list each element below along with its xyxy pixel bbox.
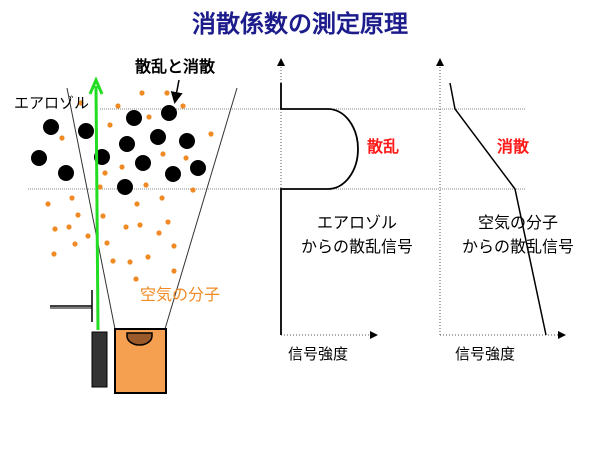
air-molecule-dot — [156, 230, 162, 236]
air-molecule-dot — [110, 258, 116, 264]
telescope — [114, 328, 167, 394]
fov-right-line — [164, 87, 238, 330]
air-molecule-dot — [171, 268, 177, 274]
scatter-extinction-label: 散乱と消散 — [135, 57, 216, 76]
air-molecule-dot — [102, 170, 108, 176]
air-molecule-dot — [134, 201, 140, 207]
air-molecule-dot — [180, 103, 186, 109]
laser-unit — [91, 331, 108, 388]
aerosol-particle — [58, 165, 74, 181]
air-molecule-dot — [190, 187, 196, 193]
aerosol-particle — [190, 160, 206, 176]
molecular-signal-curve — [449, 82, 547, 336]
aerosol-particle — [119, 136, 135, 152]
air-molecule-dot — [183, 155, 189, 161]
air-molecule-dot — [146, 114, 152, 120]
air-molecule-dot — [208, 131, 214, 137]
air-molecule-dot — [165, 219, 171, 225]
air-molecule-dot — [171, 243, 177, 249]
aerosol-particle — [150, 129, 166, 145]
air-molecule-dot — [85, 233, 91, 239]
air-molecule-dot — [66, 224, 72, 230]
caption-line1: エアロゾル — [317, 213, 397, 232]
air-molecule-dot — [75, 212, 81, 218]
x-axis-label: 信号強度 — [288, 345, 348, 363]
pointer-arrow — [170, 79, 183, 104]
air-molecule-dot — [100, 213, 106, 219]
laser-beam-arrow — [94, 85, 100, 331]
aerosol-particle — [179, 133, 195, 149]
air-molecule-dot — [145, 254, 151, 260]
aerosol-particle — [126, 110, 142, 126]
air-molecule-dot — [119, 164, 125, 170]
air-molecule-dot — [160, 151, 166, 157]
scattering-region-label: 散乱 — [367, 137, 399, 156]
extinction-region-label: 消散 — [497, 137, 530, 156]
aerosol-label: エアロゾル — [14, 94, 89, 112]
air-molecule-dot — [59, 135, 65, 141]
air-molecule-dot — [78, 100, 84, 106]
air-molecule-dot — [69, 195, 75, 201]
air-molecule-dot — [164, 90, 170, 96]
air-molecule-dot — [115, 103, 121, 109]
air-molecule-dot — [52, 226, 58, 232]
aerosol-signal-curve — [280, 83, 359, 335]
air-molecule-dot — [137, 222, 143, 228]
caption-line2: からの散乱信号 — [462, 237, 574, 256]
x-axis-arrowhead — [370, 331, 378, 339]
aerosol-particle — [161, 105, 177, 121]
air-molecule-dot — [51, 251, 57, 257]
y-axis-arrowhead — [436, 58, 444, 66]
aerosol-particles — [31, 105, 206, 195]
air-molecules — [45, 90, 214, 282]
aerosol-particle — [135, 155, 151, 171]
aerosol-particle — [43, 119, 59, 135]
caption-line1: 空気の分子 — [478, 213, 558, 232]
air-molecule-dot — [127, 259, 133, 265]
aerosol-particle — [31, 150, 47, 166]
caption-line2: からの散乱信号 — [301, 237, 413, 256]
aerosol-particle — [78, 123, 94, 139]
air-molecule-dot — [45, 201, 51, 207]
extinction-graph: 消散 空気の分子 からの散乱信号 信号強度 — [436, 58, 574, 363]
aerosol-particle — [117, 179, 133, 195]
air-molecule-dot — [143, 182, 149, 188]
y-axis-arrowhead — [277, 58, 285, 66]
telescope-mirror — [126, 332, 153, 346]
air-molecule-dot — [107, 122, 113, 128]
air-molecule-dot — [139, 90, 145, 96]
laser-arrowhead — [88, 76, 104, 95]
air-molecule-dot — [72, 241, 78, 247]
air-molecule-dot — [97, 184, 103, 190]
page-title: 消散係数の測定原理 — [192, 10, 408, 38]
air-molecule-label: 空気の分子 — [140, 285, 220, 304]
fov-left-line — [66, 87, 116, 330]
aerosol-particle — [165, 166, 181, 182]
air-molecule-dot — [159, 195, 165, 201]
air-molecule-dot — [123, 224, 129, 230]
scattering-graph: 散乱 エアロゾル からの散乱信号 信号強度 — [277, 58, 413, 363]
air-molecule-dot — [133, 276, 139, 282]
x-axis-label: 信号強度 — [455, 345, 515, 363]
air-molecule-dot — [104, 240, 110, 246]
x-axis-arrowhead — [558, 331, 566, 339]
